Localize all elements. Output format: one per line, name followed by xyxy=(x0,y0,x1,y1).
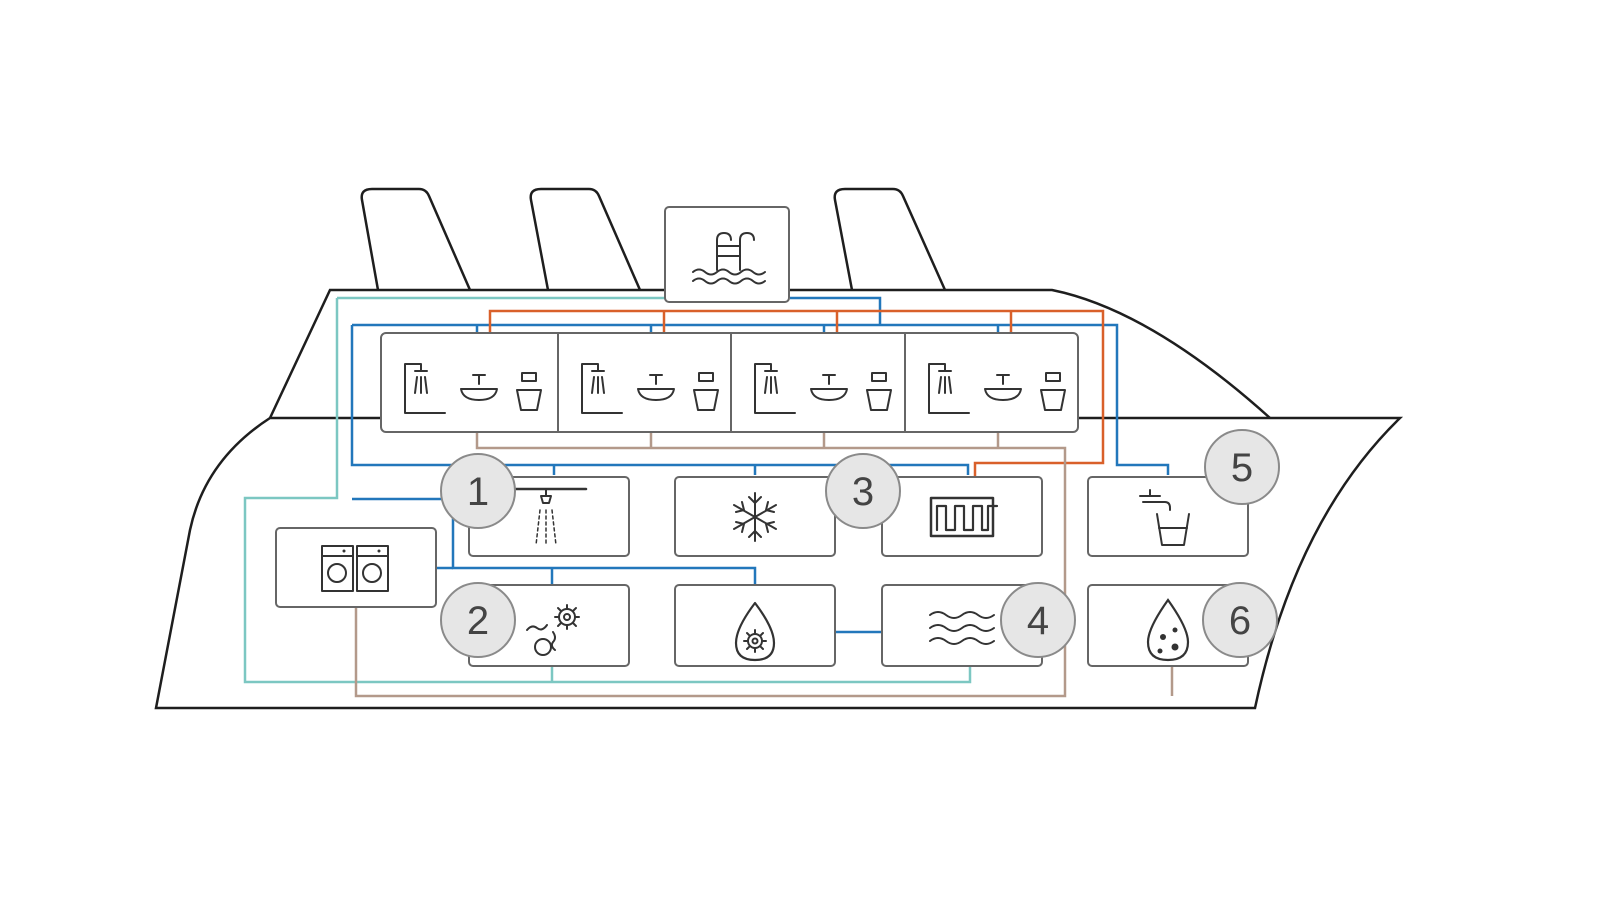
badge-circle xyxy=(1000,582,1076,658)
washbasin-icon xyxy=(460,374,498,401)
badge-4: 4 xyxy=(1000,582,1076,658)
tap-glass-icon xyxy=(1139,489,1190,546)
box-tap xyxy=(1087,476,1249,557)
badge-number: 4 xyxy=(1027,599,1049,643)
badge-number: 6 xyxy=(1229,599,1251,643)
badge-circle xyxy=(1204,429,1280,505)
badge-number: 2 xyxy=(467,599,489,643)
water-waves-icon xyxy=(929,611,995,645)
hull-outline xyxy=(154,416,1404,710)
pipes xyxy=(243,296,1174,698)
shower-icon xyxy=(404,363,446,414)
toilet-icon xyxy=(516,372,542,411)
funnels xyxy=(360,187,947,291)
shower-icon xyxy=(754,363,796,414)
toilet-icon xyxy=(1040,372,1066,411)
gears-treatment-icon xyxy=(526,604,580,656)
badge-number: 3 xyxy=(852,470,874,514)
shower-icon xyxy=(928,363,970,414)
badge-circle xyxy=(440,453,516,529)
ship-hull xyxy=(154,288,1404,710)
badge-circle xyxy=(825,453,901,529)
box-drop-gear xyxy=(674,584,836,667)
superstructure-outline xyxy=(268,288,1271,419)
badge-number: 1 xyxy=(467,470,489,514)
cabin-1 xyxy=(404,363,542,414)
cabins xyxy=(404,363,1066,414)
washbasin-icon xyxy=(810,374,848,401)
badge-3: 3 xyxy=(825,453,901,529)
cabin-4 xyxy=(928,363,1066,414)
laundry-box xyxy=(275,527,437,608)
dirty-water-drop-icon xyxy=(1146,598,1190,662)
heater-coil-icon xyxy=(929,496,999,538)
water-drop-gear-icon xyxy=(734,601,776,662)
badge-1: 1 xyxy=(440,453,516,529)
badge-circle xyxy=(1202,582,1278,658)
washbasin-icon xyxy=(637,374,675,401)
cabin-3 xyxy=(754,363,892,414)
cabin-row xyxy=(380,332,1079,433)
toilet-icon xyxy=(866,372,892,411)
funnel-3 xyxy=(833,187,947,291)
snowflake-icon xyxy=(733,492,777,542)
box-heater xyxy=(881,476,1043,557)
numbered-badges: 1 2 3 4 5 6 xyxy=(440,429,1280,658)
shower-icon xyxy=(581,363,623,414)
cabin-2 xyxy=(581,363,719,414)
washing-machines-icon xyxy=(321,545,389,592)
toilet-icon xyxy=(693,372,719,411)
swimming-pool-icon xyxy=(692,232,766,285)
funnel-2 xyxy=(529,187,642,291)
badge-2: 2 xyxy=(440,582,516,658)
shower-ceiling-icon xyxy=(514,487,588,546)
pool-box xyxy=(664,206,790,303)
badge-circle xyxy=(440,582,516,658)
orange-pipe xyxy=(488,309,1105,477)
badge-number: 5 xyxy=(1231,446,1253,490)
badge-5: 5 xyxy=(1204,429,1280,505)
badge-6: 6 xyxy=(1202,582,1278,658)
washbasin-icon xyxy=(984,374,1022,401)
funnel-1 xyxy=(360,187,472,291)
cabin-row-frame xyxy=(380,332,1079,433)
blue-pipe xyxy=(350,296,1170,634)
